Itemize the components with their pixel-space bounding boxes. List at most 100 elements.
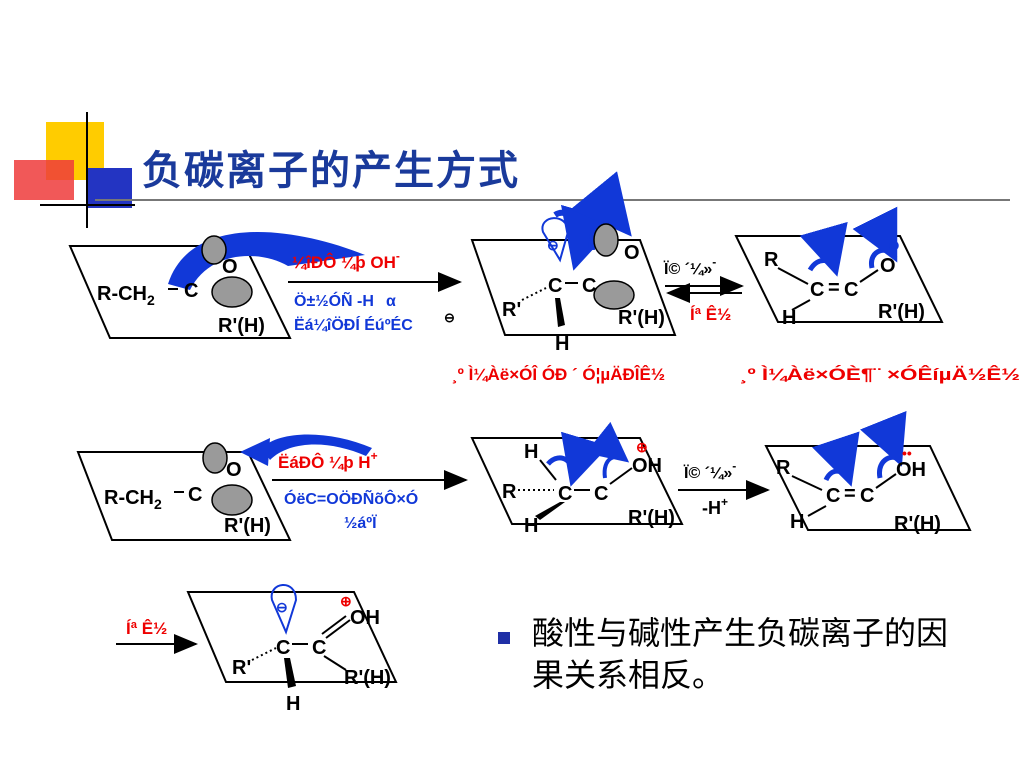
row2-arrow-top-label-2: Ï© ´¼»- [683,459,736,482]
wedge-bond [535,502,565,520]
row1-mol3-c1: C [810,279,824,301]
row1-mol2-h: H [555,333,569,355]
row1-mol3-arrow2-icon [852,206,898,269]
row1-mol1-plane [68,245,292,339]
row1-mol2-c1: C [548,275,562,297]
row1-mol3-r: R [764,249,779,271]
double-bond [321,615,347,635]
row1-mol3-h: H [782,307,796,329]
row2-mol2-arrow2-icon [585,421,630,479]
title-underline [95,199,1010,201]
row3-mol-r: R' [232,657,251,679]
bond [807,505,827,517]
row1-mol3-rh: R'(H) [878,301,925,323]
row2-arrow-bottom-h: -H+ [702,495,728,518]
row1-mol1-c: C [184,280,198,302]
double-bond [325,619,351,639]
row2-mol2-oh: OH [632,455,662,477]
row2-arrow-bottom-label-1: ÓëC=OÖÐÑõÔ×Ó [284,488,418,508]
row2-mol1-c: C [188,484,202,506]
orbital-lobe-icon [593,280,635,310]
row3-mol-rh: R'(H) [344,667,391,689]
orbital-lobe-icon [593,223,619,257]
row2-mol1-rh: R'(H) [224,515,271,537]
row2-mol3-rh: R'(H) [894,513,941,535]
row2-mol3-c2: C [860,485,874,507]
row2-mol3-h: H [790,511,804,533]
row1-mol3-o: O [880,255,896,277]
bond [323,655,347,671]
bond [875,473,897,489]
row2-curved-arrow-icon [262,434,372,460]
row1-caption-1: ¸º Ì¼Àë×ÓÎ ÓÐ ´ Ó¦µÄÐÎÊ½ [452,365,665,384]
row1-eq-top-label: Ï© ´¼»- [663,255,716,278]
row1-mol1-o: O [222,256,238,278]
bond [859,269,879,283]
row1-arrow-bottom-label-1: Ö±½ÓÑ -H [294,290,374,310]
row2-mol1-rch2: R-CH2 [104,487,162,512]
row1-arrow-bottom-label-2: Ëá¼îÖÐÍ ÉúºÉC [294,315,413,334]
row2-mol2-c1: C [558,483,572,505]
row2-arrow-bottom-label-2: ½áºÏ [344,514,377,532]
row1-alpha-symbol: α [386,293,396,310]
row2-mol3-oh: OH [896,459,926,481]
orbital-lobe-icon [211,484,253,516]
dashed-bond [251,647,277,661]
row1-mol1-rh: R'(H) [218,315,265,337]
row2-mol1-plane [76,451,292,541]
row3-lone-pair-icon [270,584,298,635]
row2-mol2-c2: C [594,483,608,505]
row1-mol2-c2: C [582,275,596,297]
bond [539,459,557,481]
slide-title: 负碳离子的产生方式 [142,148,520,194]
row2-mol2-rh: R'(H) [628,507,675,529]
double-bond [609,467,633,485]
row1-mol3-arrow-icon [799,221,848,277]
row1-mol3-minus: ⊖ [888,237,900,253]
row2-mol2-h-top: H [524,441,538,463]
row1-mol2-r: R' [502,299,521,321]
row2-mol2-h-bot: H [524,515,538,537]
bond [777,267,809,285]
row1-mol2-minus: ⊖ [547,237,559,253]
row1-mol2-o: O [624,242,640,264]
row2-mol3-arrow-icon [812,431,860,487]
row1-eq-bottom-label: Íª Ê½ [690,305,731,324]
logo-red-square [14,160,74,200]
logo-blue-square [88,168,132,208]
dashed-bond [521,287,547,301]
wedge-bond [555,298,565,327]
bond [791,299,811,311]
row2-mol1-o: O [226,459,242,481]
row2-mol3-lone-pair: •• [902,445,912,461]
row1-minus-sign-icon: ⊖ [444,310,455,325]
row3-arrow-label: Íª Ê½ [126,619,167,638]
row1-mol2-arrow2-icon [570,171,632,251]
row2-mol2-r: R [502,481,517,503]
row2-mol3-arrow2-icon [860,410,907,479]
row1-mol2-rh: R'(H) [618,307,665,329]
row2-arrow-head-icon [240,438,270,466]
row1-mol3-c2: C [844,279,858,301]
row2-mol3-r: R [776,457,791,479]
row1-mol1-rch2: R-CH2 [97,283,155,308]
row3-mol-c2: C [312,637,326,659]
row1-arrow-top-label: ¼îÐÔ ¼þ OH- [292,249,400,272]
row2-mol2-plus: ⊕ [636,439,648,455]
orbital-lobe-icon [211,276,253,308]
row2-mol3-c1: C [826,485,840,507]
bullet-square-icon [498,632,510,644]
row3-mol-oh: OH [350,607,380,629]
slide-logo-decoration [14,112,135,228]
orbital-lobe-icon [202,442,228,474]
row3-mol-h: H [286,693,300,715]
wedge-bond [284,658,296,688]
row3-mol-c1: C [276,637,290,659]
bullet-text: 酸性与碱性产生负碳离子的因果关系相反。 [532,614,949,694]
orbital-lobe-icon [201,235,227,265]
row2-arrow-top-label: ËáÐÔ ¼þ H+ [278,449,378,472]
row3-mol-plus: ⊕ [340,593,352,609]
row1-mol3-eq: = [828,277,840,299]
row2-mol3-eq: = [844,483,856,505]
